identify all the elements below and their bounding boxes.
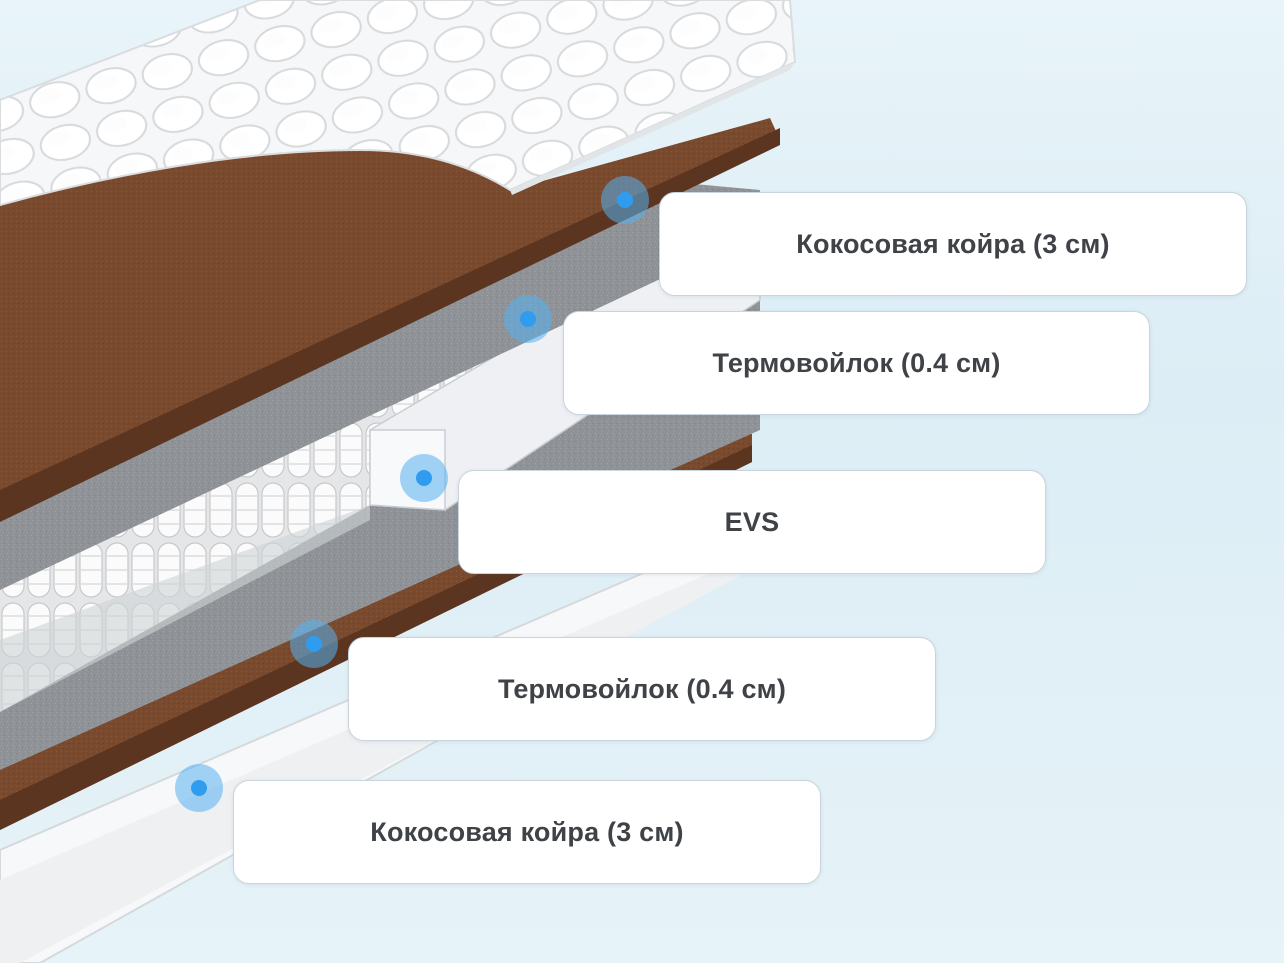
upper-coir-layer (0, 118, 780, 522)
quilted-top-cover (0, 0, 797, 207)
hotspot-dot (617, 192, 633, 208)
layer-label-evs[interactable]: EVS (458, 470, 1046, 574)
hotspot-dot (416, 470, 432, 486)
layer-label-coir-top[interactable]: Кокосовая койра (3 см) (659, 192, 1247, 296)
hotspot-felt-top[interactable] (504, 295, 552, 343)
hotspot-dot (306, 636, 322, 652)
hotspot-dot (520, 311, 536, 327)
layer-label-coir-bottom[interactable]: Кокосовая койра (3 см) (233, 780, 821, 884)
layer-label-felt-bottom[interactable]: Термовойлок (0.4 см) (348, 637, 936, 741)
upper-felt-layer (0, 180, 760, 590)
hotspot-dot (191, 780, 207, 796)
hotspot-coir-bottom[interactable] (175, 764, 223, 812)
hotspot-coir-top[interactable] (601, 176, 649, 224)
hotspot-felt-bottom[interactable] (290, 620, 338, 668)
layer-label-felt-top[interactable]: Термовойлок (0.4 см) (563, 311, 1150, 415)
hotspot-evs[interactable] (400, 454, 448, 502)
